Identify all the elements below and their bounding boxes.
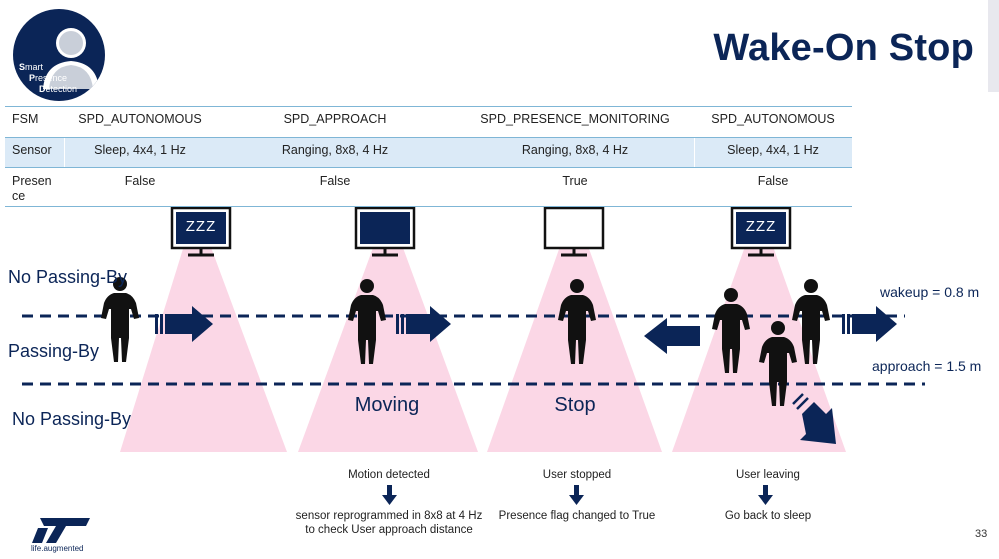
zone-label-middle: Passing-By [8,341,100,361]
arrow-left-icon [644,318,700,354]
zone-label-bottom: No Passing-By [12,409,132,429]
fsm-state-3: SPD_PRESENCE_MONITORING [480,112,670,126]
fsm-state-4: SPD_AUTONOMOUS [711,112,835,126]
sensor-row-band [5,137,852,167]
wakeup-distance-label: wakeup = 0.8 m [880,284,980,300]
event-title-1: Motion detected [348,469,430,481]
arrow-down-icon-1 [382,485,397,505]
event-result-3: Go back to sleep [724,510,812,522]
event-result-2: Presence flag changed to True [498,510,656,522]
monitor-icon-1 [170,206,232,257]
logo-text: Smart Presence Detection [19,62,78,94]
caption-stop: Stop [554,394,596,416]
presence-value-3: True [562,174,588,188]
monitor-icon-3 [543,206,605,257]
monitor-icon-2 [354,206,416,257]
arrow-down-icon-2 [569,485,584,505]
table-line [5,137,852,138]
fsm-state-2: SPD_APPROACH [283,112,387,126]
caption-moving: Moving [354,394,420,416]
table-separator [64,137,65,167]
zone-label-top: No Passing-By [8,267,128,287]
page-title: Wake-On Stop [713,27,974,69]
presence-value-1: False [124,174,156,188]
fsm-row-label: FSM [12,112,39,126]
table-separator [694,137,695,167]
page-number: 33 [975,528,988,540]
sensor-mode-1: Sleep, 4x4, 1 Hz [94,143,186,157]
sensor-mode-3: Ranging, 8x8, 4 Hz [521,143,629,157]
arrow-right-icon-2 [396,306,451,342]
event-title-3: User leaving [736,469,800,481]
arrow-right-icon-1 [155,306,213,342]
table-line-top [5,106,852,107]
detection-cone-2 [298,207,478,452]
arrow-down-icon-3 [758,485,773,505]
approach-distance-label: approach = 1.5 m [872,358,982,374]
detection-cone-4 [672,207,846,452]
st-logo-icon [32,518,90,543]
fsm-state-1: SPD_AUTONOMOUS [78,112,202,126]
table-line [5,167,852,168]
title-accent-bar [988,0,999,92]
sensor-mode-2: Ranging, 8x8, 4 Hz [281,143,389,157]
event-title-2: User stopped [542,469,612,481]
monitor-sleep-text-4: ZZZ [745,218,777,235]
arrow-down-right-icon [792,393,836,444]
monitor-icon-4 [730,206,792,257]
monitor-sleep-text-1: ZZZ [185,218,217,235]
sensor-row-label: Sensor [12,143,52,157]
table-line-bottom [5,206,852,207]
arrow-right-icon-3 [842,306,897,342]
brand-tagline: life.augmented [31,544,84,553]
smart-presence-detection-logo [13,9,105,101]
presence-value-2: False [319,174,351,188]
sensor-mode-4: Sleep, 4x4, 1 Hz [727,143,819,157]
person-icon-1 [101,277,139,362]
user-silhouette-icon [43,28,99,89]
presence-value-4: False [757,174,789,188]
